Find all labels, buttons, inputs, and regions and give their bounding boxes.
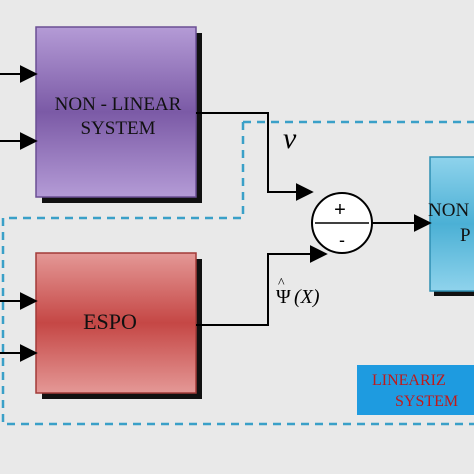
psi-hat-accent: ^ — [278, 276, 285, 291]
linearized-system-border — [1, 120, 474, 426]
linearized-label-line2: SYSTEM — [395, 393, 458, 410]
linearized-system-label-box — [357, 365, 474, 415]
nonlinear-block-label-line2: SYSTEM — [81, 118, 156, 139]
sum-plus-sign: + — [334, 199, 346, 221]
linearized-label-line1: LINEARIZ — [372, 372, 446, 389]
signal-psi-label: Ψ — [276, 286, 291, 308]
plant-block-label-line2: P — [460, 225, 471, 246]
espo-block — [35, 252, 197, 394]
signal-v-line — [196, 112, 314, 201]
signal-v-label: v — [283, 122, 297, 155]
nonlinear-plant-block — [429, 156, 474, 292]
signal-psi-line — [196, 245, 328, 326]
signal-psi-argument: (X) — [294, 286, 320, 308]
plant-block-label-line1: NON — [428, 200, 469, 221]
espo-block-label: ESPO — [83, 309, 137, 334]
sum-minus-sign: - — [339, 230, 345, 250]
nonlinear-block-label-line1: NON - LINEAR — [55, 94, 182, 115]
